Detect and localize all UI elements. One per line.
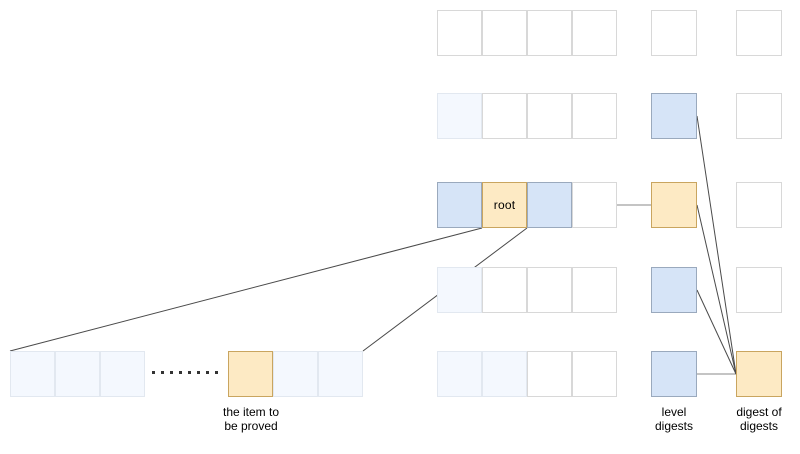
row-2-cell-2 — [482, 93, 527, 139]
row-3-root-cell-4 — [572, 182, 617, 228]
label-digest-of-digests-line2: digests — [739, 419, 779, 433]
label-level-digests: level digests — [641, 405, 707, 433]
label-digest-of-digests-line1: digest of — [736, 405, 782, 419]
label-digest-of-digests: digest of digests — [718, 405, 800, 433]
row-2-cell-3 — [527, 93, 572, 139]
ellipsis-dot — [170, 371, 173, 374]
cell-label: root — [493, 198, 516, 212]
row-1-top-cell-2 — [482, 10, 527, 56]
row-5-bottom-cell-4 — [572, 351, 617, 397]
row-1-top-cell-1 — [437, 10, 482, 56]
row-3-root-right-cell — [736, 182, 782, 228]
leaf-cell-right-1 — [228, 351, 273, 397]
label-item-line1: the item to — [222, 405, 280, 419]
link-root-to-leaf-left — [9, 227, 483, 352]
row-4-cell-3 — [527, 267, 572, 313]
row-1-top-cell-3 — [527, 10, 572, 56]
ellipsis-dot — [152, 371, 155, 374]
label-item-line2: be proved — [224, 419, 278, 433]
row-1-top-cell-4 — [572, 10, 617, 56]
ellipsis-dot — [215, 371, 218, 374]
row-2-level-digest — [651, 93, 697, 139]
row-2-cell-1 — [437, 93, 482, 139]
row-2-cell-4 — [572, 93, 617, 139]
leaf-cell-left-2 — [55, 351, 100, 397]
row-3-root-cell-2: root — [482, 182, 527, 228]
row-5-bottom-right-cell — [736, 351, 782, 397]
row-3-root-cell-3 — [527, 182, 572, 228]
row-2-right-cell — [736, 93, 782, 139]
row-3-root-level-digest — [651, 182, 697, 228]
row-1-top-level-digest — [651, 10, 697, 56]
ellipsis-dot — [188, 371, 191, 374]
leaf-cell-left-1 — [10, 351, 55, 397]
link-level3-to-digest-of-digests — [696, 204, 737, 375]
ellipsis-dot — [161, 371, 164, 374]
row-4-cell-1 — [437, 267, 482, 313]
ellipsis-dot — [206, 371, 209, 374]
row-4-level-digest — [651, 267, 697, 313]
row-1-top-right-cell — [736, 10, 782, 56]
row-4-cell-4 — [572, 267, 617, 313]
label-item-to-be-proved: the item to be proved — [195, 405, 307, 433]
row-4-right-cell — [736, 267, 782, 313]
ellipsis-separator — [152, 371, 218, 374]
ellipsis-dot — [179, 371, 182, 374]
link-level4-to-digest-of-digests — [696, 289, 737, 375]
row-5-bottom-cell-1 — [437, 351, 482, 397]
link-level2-to-digest-of-digests — [696, 115, 737, 375]
label-level-digests-line2: digests — [654, 419, 694, 433]
label-level-digests-line1: level — [661, 405, 687, 419]
row-5-bottom-cell-3 — [527, 351, 572, 397]
leaf-cell-right-3 — [318, 351, 363, 397]
row-3-root-cell-1 — [437, 182, 482, 228]
row-4-cell-2 — [482, 267, 527, 313]
row-5-bottom-cell-2 — [482, 351, 527, 397]
row-5-bottom-level-digest — [651, 351, 697, 397]
leaf-cell-right-2 — [273, 351, 318, 397]
leaf-cell-left-3 — [100, 351, 145, 397]
ellipsis-dot — [197, 371, 200, 374]
